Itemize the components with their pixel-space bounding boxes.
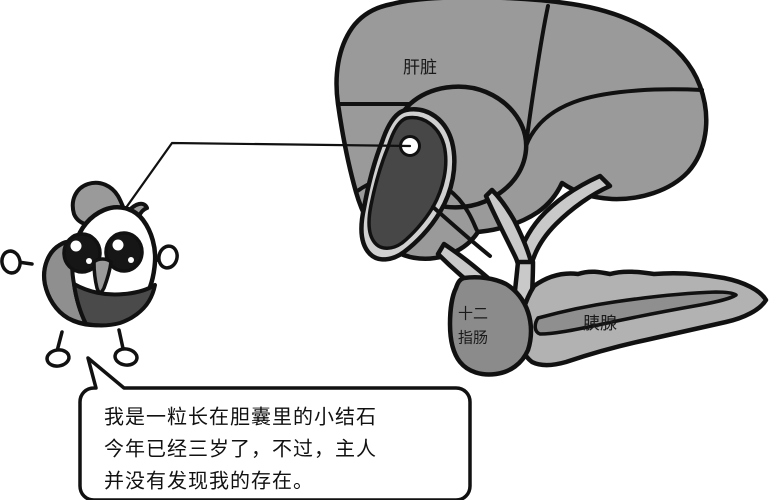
speech-bubble-line-3: 并没有发现我的存在。 bbox=[104, 469, 314, 493]
mascot-left-eye-highlight bbox=[70, 240, 82, 252]
duodenum-group bbox=[447, 275, 534, 377]
gallbladder-group bbox=[359, 107, 492, 262]
mascot-left-foot bbox=[45, 348, 71, 368]
cystic-duct bbox=[431, 205, 492, 258]
leader-line bbox=[111, 141, 412, 228]
mascot-left-eye-sparkle bbox=[86, 258, 92, 264]
mascot-beak bbox=[92, 257, 113, 295]
gallstone-mascot bbox=[0, 180, 179, 368]
label-duodenum-line2: 指肠 bbox=[458, 329, 488, 347]
pancreatic-duct bbox=[533, 290, 738, 336]
pancreas-group bbox=[517, 269, 769, 368]
liver-lobe-fissure-right bbox=[524, 87, 704, 148]
label-pancreas: 胰腺 bbox=[583, 314, 617, 334]
mascot-left-hand bbox=[0, 249, 22, 275]
label-duodenum-line1: 十二 bbox=[458, 305, 488, 323]
speech-bubble: 我是一粒长在胆囊里的小结石 今年已经三岁了，不过，主人 并没有发现我的存在。 bbox=[78, 356, 472, 500]
liver-lobe-fissure-upper bbox=[524, 4, 550, 148]
speech-bubble-line-2: 今年已经三岁了，不过，主人 bbox=[104, 437, 377, 461]
label-liver: 肝脏 bbox=[403, 58, 437, 78]
mascot-right-foot bbox=[113, 347, 139, 367]
gallbladder-lumen bbox=[367, 115, 448, 250]
duodenum-shape bbox=[447, 275, 534, 377]
speech-bubble-line-1: 我是一粒长在胆囊里的小结石 bbox=[104, 405, 377, 429]
mascot-right-eye-highlight bbox=[112, 239, 124, 251]
mascot-right-eye-sparkle bbox=[128, 257, 134, 263]
mascot-right-hand bbox=[157, 244, 179, 270]
mascot-bottom-facet bbox=[72, 282, 157, 328]
